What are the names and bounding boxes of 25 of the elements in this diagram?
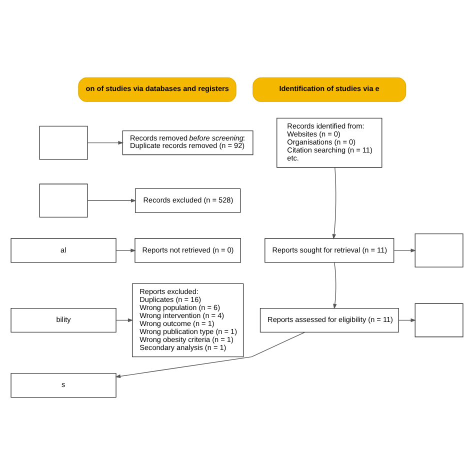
arrow xyxy=(332,166,336,239)
arrow xyxy=(116,318,134,322)
arrow xyxy=(116,248,136,252)
node-box xyxy=(414,233,464,267)
node-box: Identification of studies via e xyxy=(252,76,406,102)
node-box xyxy=(39,125,88,160)
node-box: s xyxy=(10,372,116,398)
node-box: Reports excluded: Duplicates (n = 16) Wrong population (n = 6) Wrong intervention (n = 4) Wrong outcome (n = 1) Wrong publication type (n = 1) Wrong obesity criteria (n = 1) Secondary analysis (n = 1) xyxy=(132,282,244,357)
node-box: Reports not retrieved (n = 0) xyxy=(134,238,241,262)
node-box: Records identified from: Websites (n = 0) Organisations (n = 0) Citation searching (n = 11) etc. xyxy=(276,117,382,168)
node-box: Reports assessed for eligibility (n = 11) xyxy=(260,307,399,332)
node-box: Records removed before screening: Duplicate records removed (n = 92) xyxy=(122,130,254,155)
arrow xyxy=(87,140,124,144)
arrow xyxy=(398,318,416,322)
node-box: bility xyxy=(10,307,116,332)
node-box: on of studies via databases and registers xyxy=(78,76,236,102)
node-box xyxy=(414,302,464,337)
arrow xyxy=(115,331,306,378)
arrow xyxy=(394,248,416,252)
node-box: Reports sought for retrieval (n = 11) xyxy=(264,238,394,262)
node-box xyxy=(39,183,88,218)
node-box: al xyxy=(10,238,116,262)
arrow xyxy=(333,262,337,309)
arrow xyxy=(87,198,136,202)
node-box: Records excluded (n = 528) xyxy=(134,188,241,212)
